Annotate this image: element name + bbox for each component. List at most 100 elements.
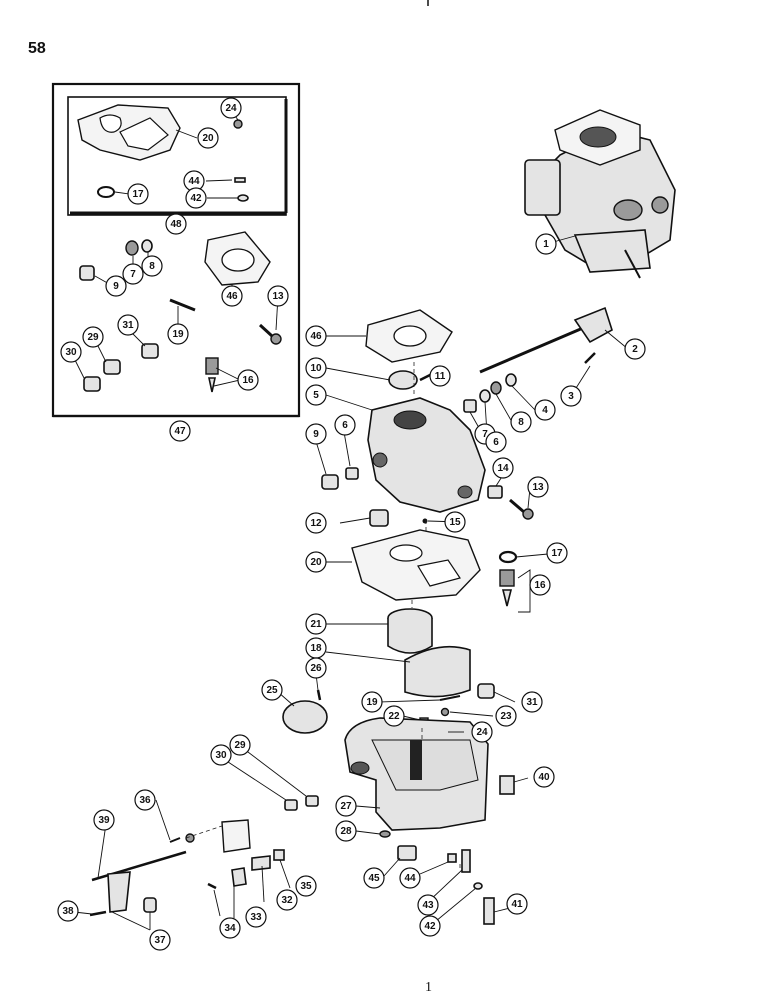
part-callout-label: 7 xyxy=(130,269,136,280)
part-callout-label: 29 xyxy=(87,332,99,343)
part-callout-label: 4 xyxy=(542,405,548,416)
part-callout-label: 2 xyxy=(632,344,638,355)
part-callout-label: 20 xyxy=(310,557,322,568)
part-callout-label: 10 xyxy=(310,363,322,374)
part-callout-42: 42 xyxy=(185,187,207,209)
part-callout-label: 13 xyxy=(532,482,544,493)
part-callout-label: 6 xyxy=(342,420,348,431)
part-callout-label: 47 xyxy=(174,426,186,437)
part-callout-label: 35 xyxy=(300,881,312,892)
part-callout-4: 4 xyxy=(534,399,556,421)
part-callout-16: 16 xyxy=(529,574,551,596)
part-callout-label: 17 xyxy=(551,548,563,559)
part-callout-label: 36 xyxy=(139,795,151,806)
part-callout-39: 39 xyxy=(93,809,115,831)
exploded-parts xyxy=(89,306,613,925)
part-callout-18: 18 xyxy=(305,637,327,659)
part-callout-label: 15 xyxy=(449,517,461,528)
part-callout-6: 6 xyxy=(334,414,356,436)
part-callout-label: 19 xyxy=(172,329,184,340)
part-callout-5: 5 xyxy=(305,384,327,406)
part-callout-31: 31 xyxy=(521,691,543,713)
part-callout-16: 16 xyxy=(237,369,259,391)
part-callout-label: 39 xyxy=(98,815,110,826)
part-callout-label: 25 xyxy=(266,685,278,696)
part-callout-label: 43 xyxy=(422,900,434,911)
part-callout-label: 9 xyxy=(113,281,119,292)
part-callout-2: 2 xyxy=(624,338,646,360)
part-callout-24: 24 xyxy=(471,721,493,743)
part-callout-label: 3 xyxy=(568,391,574,402)
part-callout-label: 6 xyxy=(493,437,499,448)
page-number: 58 xyxy=(28,40,46,57)
part-callout-11: 11 xyxy=(429,365,451,387)
part-callout-label: 40 xyxy=(538,772,550,783)
part-callout-21: 21 xyxy=(305,613,327,635)
part-callout-label: 29 xyxy=(234,740,246,751)
part-callout-label: 44 xyxy=(404,873,416,884)
part-callout-label: 12 xyxy=(310,518,322,529)
part-callout-30: 30 xyxy=(60,341,82,363)
part-callout-12: 12 xyxy=(305,512,327,534)
part-callout-label: 44 xyxy=(188,176,200,187)
part-callout-30: 30 xyxy=(210,744,232,766)
part-callout-17: 17 xyxy=(546,542,568,564)
part-callout-9: 9 xyxy=(305,423,327,445)
part-callout-label: 30 xyxy=(65,347,77,358)
part-callout-19: 19 xyxy=(361,691,383,713)
part-callout-label: 19 xyxy=(366,697,378,708)
part-callout-6: 6 xyxy=(485,431,507,453)
part-callout-44: 44 xyxy=(399,867,421,889)
part-callout-29: 29 xyxy=(229,734,251,756)
part-callout-label: 32 xyxy=(281,895,293,906)
part-callout-label: 23 xyxy=(500,711,512,722)
part-callout-label: 7 xyxy=(482,429,488,440)
part-callout-label: 16 xyxy=(534,580,546,591)
part-callout-label: 21 xyxy=(310,619,322,630)
part-callout-34: 34 xyxy=(219,917,241,939)
part-callout-label: 5 xyxy=(313,390,319,401)
part-callout-29: 29 xyxy=(82,326,104,348)
part-callout-label: 16 xyxy=(242,375,254,386)
part-callout-label: 8 xyxy=(518,417,524,428)
part-callout-label: 14 xyxy=(497,463,509,474)
part-callout-25: 25 xyxy=(261,679,283,701)
part-callout-17: 17 xyxy=(127,183,149,205)
page-footer-mark: 1 xyxy=(425,980,432,995)
part-callout-label: 41 xyxy=(511,899,523,910)
part-callout-7: 7 xyxy=(122,263,144,285)
part-callout-label: 46 xyxy=(310,331,322,342)
part-callout-1: 1 xyxy=(535,233,557,255)
part-callout-15: 15 xyxy=(444,511,466,533)
part-callout-20: 20 xyxy=(197,127,219,149)
part-callout-label: 26 xyxy=(310,663,322,674)
part-callout-13: 13 xyxy=(527,476,549,498)
part-callout-label: 31 xyxy=(526,697,538,708)
part-callout-48: 48 xyxy=(165,213,187,235)
part-callout-41: 41 xyxy=(506,893,528,915)
part-callout-9: 9 xyxy=(105,275,127,297)
part-callout-24: 24 xyxy=(220,97,242,119)
part-callout-46: 46 xyxy=(305,325,327,347)
part-callout-22: 22 xyxy=(383,705,405,727)
part-callout-47: 47 xyxy=(169,420,191,442)
part-callout-8: 8 xyxy=(141,255,163,277)
part-callout-31: 31 xyxy=(117,314,139,336)
assembled-carburetor xyxy=(524,109,676,279)
part-callout-38: 38 xyxy=(57,900,79,922)
part-callout-label: 38 xyxy=(62,906,74,917)
part-callout-13: 13 xyxy=(267,285,289,307)
part-callout-label: 24 xyxy=(225,103,237,114)
part-callout-label: 1 xyxy=(543,239,549,250)
part-callout-label: 18 xyxy=(310,643,322,654)
part-callout-45: 45 xyxy=(363,867,385,889)
part-callout-label: 45 xyxy=(368,873,380,884)
part-callout-label: 24 xyxy=(476,727,488,738)
part-callout-label: 9 xyxy=(313,429,319,440)
part-callout-35: 35 xyxy=(295,875,317,897)
part-callout-36: 36 xyxy=(134,789,156,811)
part-callout-42: 42 xyxy=(419,915,441,937)
part-callout-46: 46 xyxy=(221,285,243,307)
